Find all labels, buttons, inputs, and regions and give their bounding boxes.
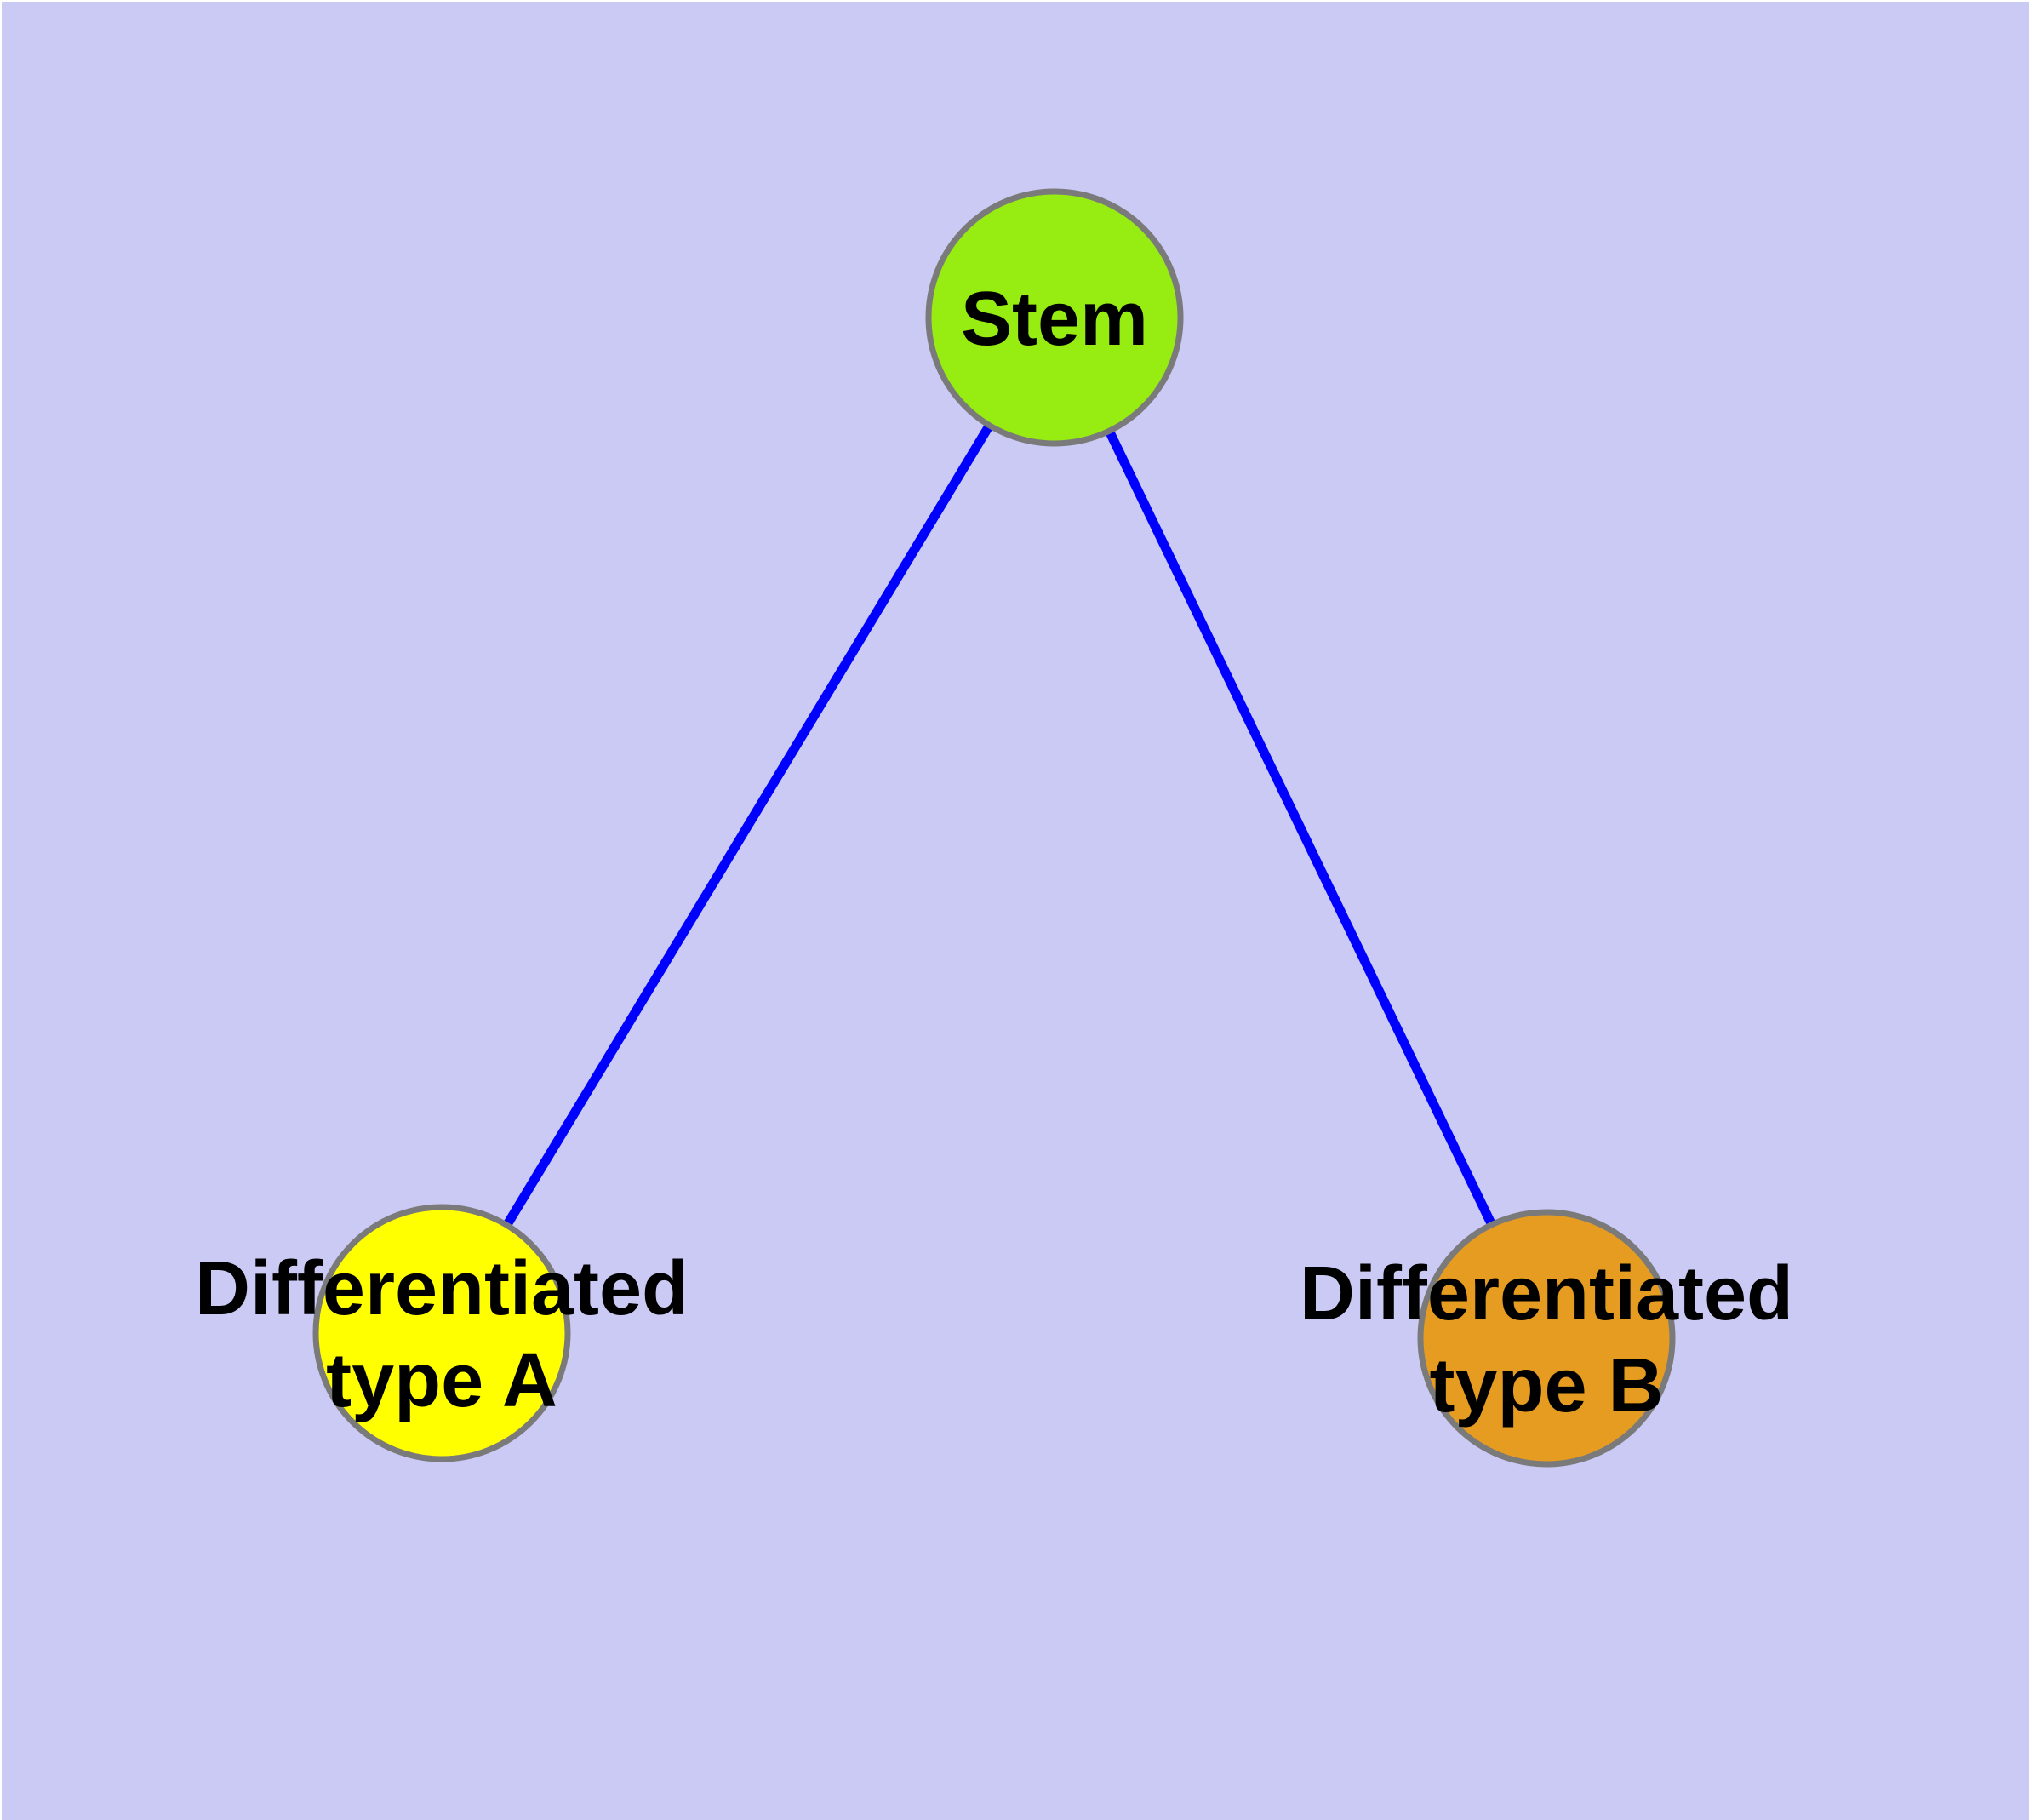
node-type-a-circle (312, 1204, 571, 1462)
node-type-b-label-line2: type B (1429, 1343, 1663, 1428)
node-type-b-label-line1: Differentiated (1300, 1251, 1793, 1336)
node-type-a-label-line1: Differentiated (195, 1246, 689, 1331)
node-type-b-circle (1417, 1209, 1676, 1468)
node-differentiated-type-a: Differentiated type A (195, 1204, 689, 1462)
node-stem: Stem (925, 188, 1184, 447)
node-stem-label: Stem (961, 277, 1148, 362)
node-differentiated-type-b: Differentiated type B (1300, 1209, 1793, 1468)
node-type-a-label-line2: type A (326, 1338, 557, 1423)
edge-stem-to-type-b (1050, 315, 1551, 1341)
node-stem-circle (925, 188, 1184, 447)
edge-stem-to-type-a (437, 315, 1059, 1336)
